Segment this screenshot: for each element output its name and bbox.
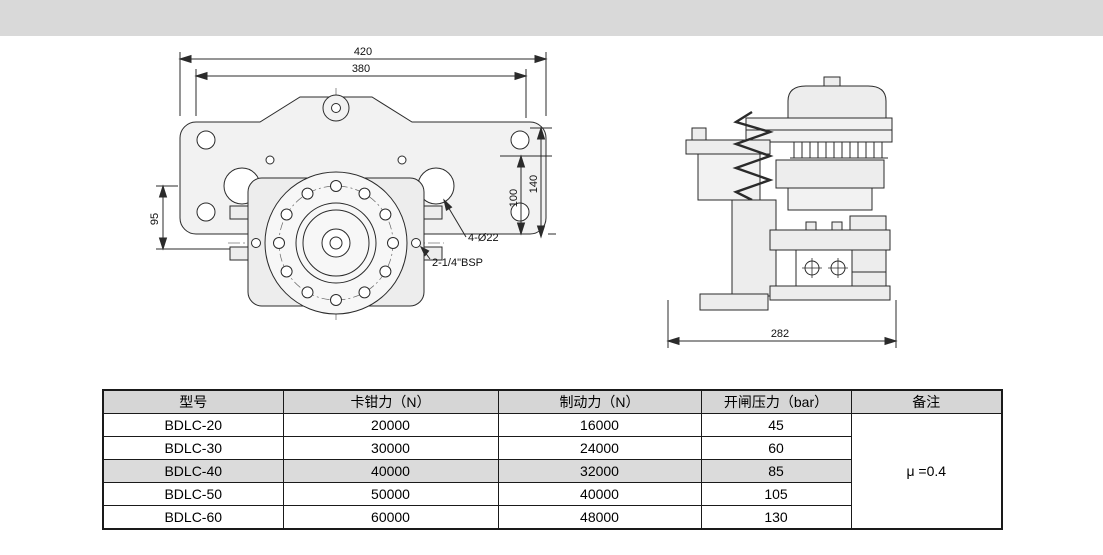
cell-clamp-force: 60000 [282,505,499,530]
table-row: BDLC-40 40000 32000 85 [102,459,1002,483]
cell-brake-force: 32000 [497,459,702,483]
spec-table: 型号 卡钳力（N） 制动力（N） 开闸压力（bar） 备注 BDLC-20 20… [102,389,1003,530]
table-row: BDLC-60 60000 48000 130 [102,505,1002,530]
cell-model: BDLC-50 [102,482,284,506]
side-view-drawing: 282 [666,76,898,348]
col-header-remark: 备注 [850,389,1003,414]
cell-open-pressure: 130 [700,505,852,530]
cell-model: BDLC-40 [102,459,284,483]
table-row: BDLC-50 50000 40000 105 [102,482,1002,506]
dim-right-outer-height: 140 [528,175,540,193]
cell-brake-force: 24000 [497,436,702,460]
cell-clamp-force: 20000 [282,413,499,437]
cell-model: BDLC-60 [102,505,284,530]
top-bar [0,0,1103,36]
cell-brake-force: 48000 [497,505,702,530]
cell-clamp-force: 40000 [282,459,499,483]
table-row: BDLC-30 30000 24000 60 [102,436,1002,460]
dim-left-height: 95 [149,213,161,225]
cell-open-pressure: 85 [700,459,852,483]
col-header-brake-force: 制动力（N） [497,389,702,414]
table-row: BDLC-20 20000 16000 45 μ =0.4 [102,413,1003,530]
cell-brake-force: 40000 [497,482,702,506]
technical-drawings: 420 380 100 140 [149,46,898,348]
cell-brake-force: 16000 [497,413,702,437]
cell-remark: μ =0.4 [850,413,1003,530]
cell-open-pressure: 60 [700,436,852,460]
cell-clamp-force: 30000 [282,436,499,460]
dim-inner-width: 380 [352,63,370,75]
label-corner-holes: 4-Ø22 [468,232,499,244]
col-header-open-pressure: 开闸压力（bar） [700,389,852,414]
col-header-clamp-force: 卡钳力（N） [282,389,499,414]
drawings-svg: 420 380 100 140 [149,46,898,348]
cell-model: BDLC-30 [102,436,284,460]
cell-model: BDLC-20 [102,413,284,437]
dim-outer-width: 420 [354,46,372,58]
front-view-drawing: 420 380 100 140 [149,46,556,322]
dim-side-overall-width: 282 [771,328,789,340]
cell-open-pressure: 105 [700,482,852,506]
label-port-thread: 2-1/4"BSP [432,257,483,269]
table-header-row: 型号 卡钳力（N） 制动力（N） 开闸压力（bar） 备注 [102,389,1003,414]
dim-right-inner-height: 100 [508,189,520,207]
cell-open-pressure: 45 [700,413,852,437]
col-header-model: 型号 [102,389,284,414]
cell-clamp-force: 50000 [282,482,499,506]
